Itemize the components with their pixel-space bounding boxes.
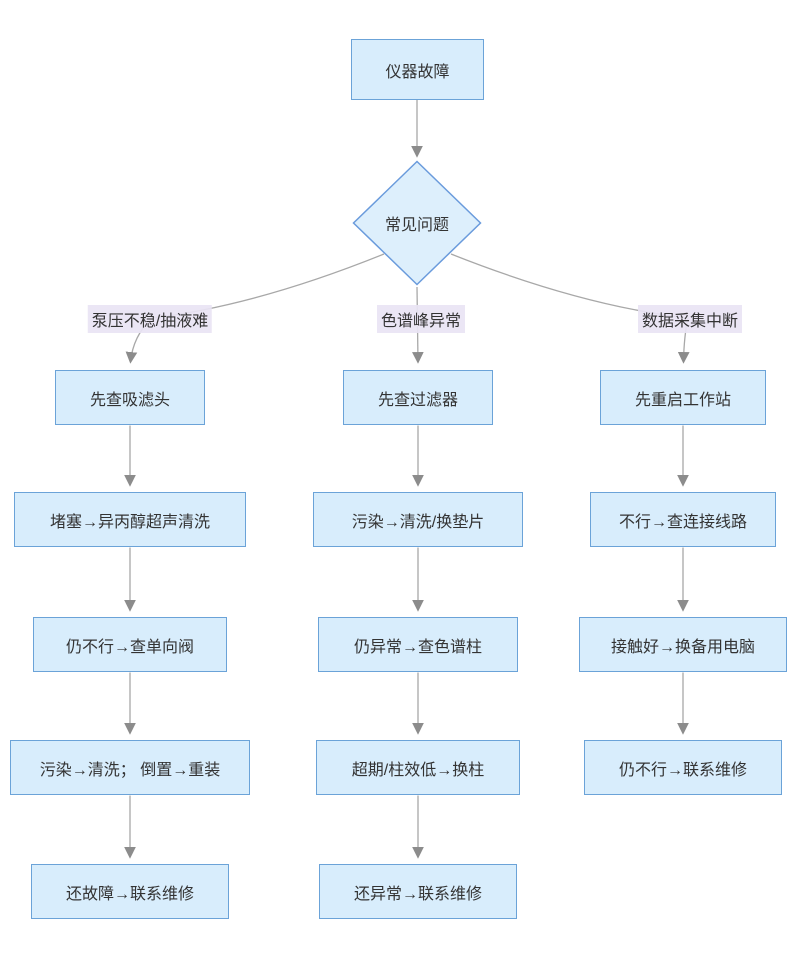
- node-clog-isopropanol-clean: 堵塞→异丙醇超声清洗: [14, 492, 246, 547]
- node-instrument-fault: 仪器故障: [351, 39, 484, 100]
- node-still-fault-contact-service-left: 还故障→联系维修: [31, 864, 229, 919]
- node-clean-replace-gasket: 污染→清洗/换垫片: [313, 492, 523, 547]
- node-check-check-valve: 仍不行→查单向阀: [33, 617, 227, 672]
- node-check-cables: 不行→查连接线路: [590, 492, 776, 547]
- edge-label-chromatogram-peak: 色谱峰异常: [376, 305, 466, 333]
- node-clean-reinstall: 污染→清洗； 倒置→重装: [10, 740, 250, 795]
- node-still-fail-contact-service-right: 仍不行→联系维修: [584, 740, 782, 795]
- node-check-suction-filter: 先查吸滤头: [55, 370, 205, 425]
- edge-label-pump-pressure: 泵压不稳/抽液难: [87, 305, 213, 333]
- node-replace-column: 超期/柱效低→换柱: [316, 740, 520, 795]
- node-check-filter: 先查过滤器: [343, 370, 493, 425]
- node-restart-workstation: 先重启工作站: [600, 370, 766, 425]
- decision-label: 常见问题: [384, 217, 449, 234]
- edge-label-data-acquisition: 数据采集中断: [637, 305, 743, 333]
- node-check-column: 仍异常→查色谱柱: [318, 617, 518, 672]
- diamond-shape: [352, 160, 482, 286]
- node-decision-common-problems: 常见问题: [352, 160, 482, 286]
- node-still-abnormal-contact-service: 还异常→联系维修: [319, 864, 517, 919]
- node-backup-computer: 接触好→换备用电脑: [579, 617, 787, 672]
